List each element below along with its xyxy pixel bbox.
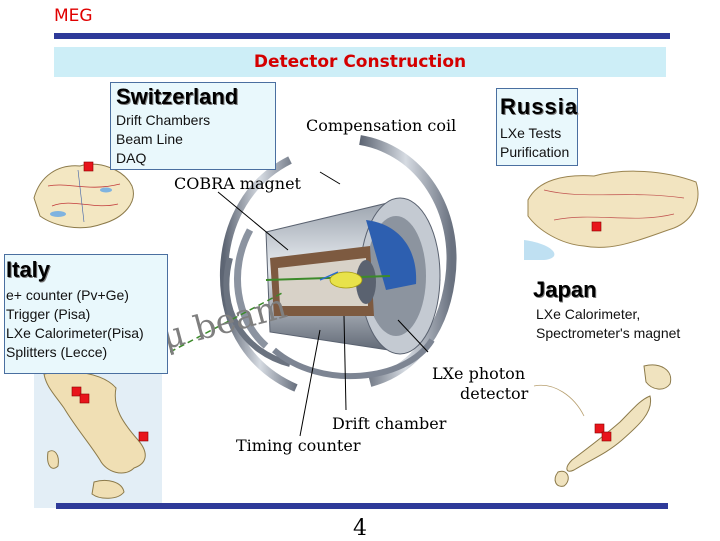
switzerland-task-list: Drift Chambers Beam Line DAQ — [116, 111, 210, 168]
timing-counter-label: Timing counter — [236, 436, 360, 455]
italy-map — [34, 368, 162, 508]
compensation-coil-label: Compensation coil — [306, 116, 456, 135]
list-item: LXe Tests — [500, 124, 569, 143]
list-item: Beam Line — [116, 130, 210, 149]
bottom-rule — [56, 503, 668, 509]
russia-map — [524, 160, 704, 260]
lxe-photon-label: LXe photon — [432, 364, 525, 383]
italy-title: Italy — [6, 257, 50, 283]
list-item: Splitters (Lecce) — [6, 343, 162, 362]
italy-marker-lecce — [139, 432, 148, 441]
list-item: LXe Calorimeter(Pisa) — [6, 324, 162, 343]
switzerland-marker — [84, 162, 93, 171]
italy-task-list: e+ counter (Pv+Ge) Trigger (Pisa) LXe Ca… — [6, 286, 162, 362]
slide-title: Detector Construction — [54, 52, 666, 72]
japan-title: Japan — [533, 277, 597, 303]
list-item: LXe Calorimeter, — [536, 305, 680, 324]
meg-logo-text: MEG — [54, 6, 93, 26]
japan-marker-kek — [602, 432, 611, 441]
list-item: DAQ — [116, 149, 210, 168]
drift-chamber-label: Drift chamber — [332, 414, 446, 433]
switzerland-title: Switzerland — [116, 84, 238, 110]
list-item: Drift Chambers — [116, 111, 210, 130]
japan-task-list: LXe Calorimeter, Spectrometer's magnet — [536, 305, 680, 343]
detector-label: detector — [460, 384, 528, 403]
russia-task-list: LXe Tests Purification — [500, 124, 569, 162]
list-item: Trigger (Pisa) — [6, 305, 162, 324]
list-item: Spectrometer's magnet — [536, 324, 680, 343]
list-item: e+ counter (Pv+Ge) — [6, 286, 162, 305]
japan-marker-tokyo — [595, 424, 604, 433]
top-rule — [54, 33, 670, 39]
cobra-magnet-label: COBRA magnet — [174, 174, 301, 193]
japan-map — [524, 356, 704, 496]
italy-marker-pavia — [72, 387, 81, 396]
page-number: 4 — [340, 516, 380, 541]
italy-marker-genova — [80, 394, 89, 403]
russia-marker — [592, 222, 601, 231]
list-item: Purification — [500, 143, 569, 162]
russia-title: Russia — [500, 94, 578, 120]
